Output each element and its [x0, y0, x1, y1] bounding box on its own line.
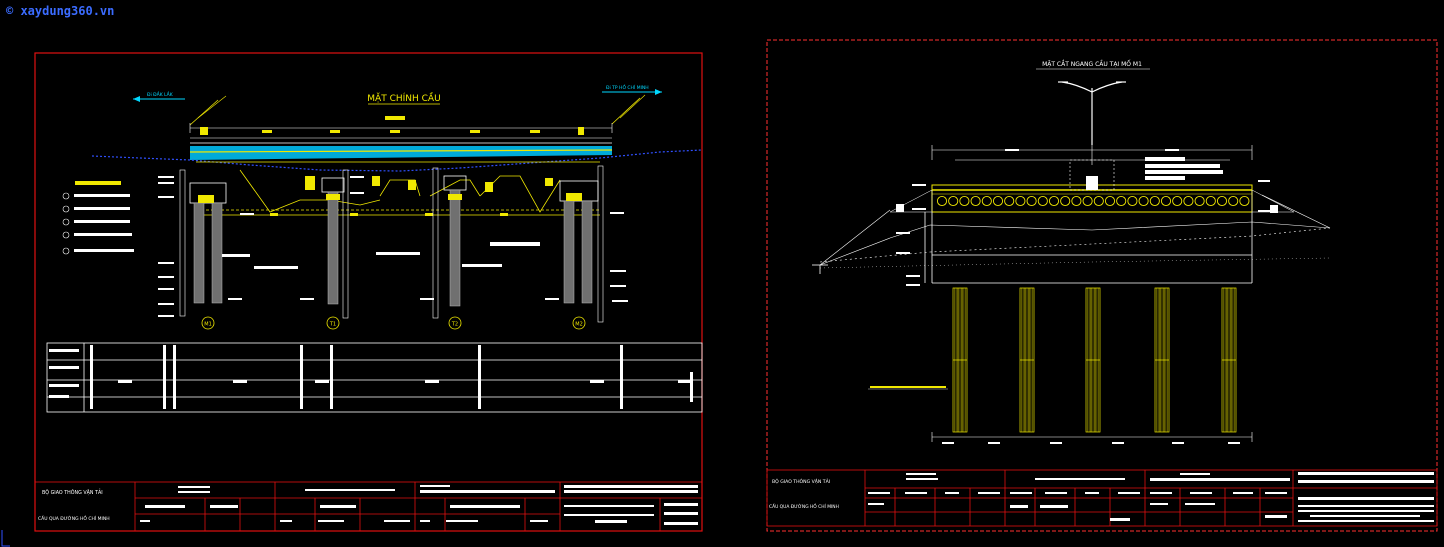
- sheet2-footer-org: BỘ GIAO THÔNG VẬN TẢI: [772, 477, 830, 485]
- sheet2-footer-project: CẦU QUA ĐƯỜNG HỒ CHÍ MINH: [769, 501, 839, 510]
- pier-labels: M1 T1 T2 M2: [201, 316, 586, 330]
- deck-dimensions: [931, 145, 1253, 165]
- girder-cell: [959, 195, 970, 207]
- left-direction-arrow: Đi ĐẮK LẮK: [133, 90, 185, 102]
- girder-cell: [1160, 195, 1172, 207]
- box-girder-cells: [936, 195, 1250, 207]
- deck-notes: [1005, 149, 1223, 180]
- pier-label-t1: T1: [329, 322, 336, 328]
- right-direction-arrow: Đi TP HỒ CHÍ MINH: [602, 82, 662, 95]
- pier-label-m2: M2: [575, 322, 583, 328]
- sheet1-title-block-text: [140, 485, 698, 525]
- elevation-notes: [158, 176, 628, 317]
- profile-table-ticks: [49, 345, 693, 409]
- sheet1-title-block: [34, 481, 703, 532]
- sheet1-footer-org: BỘ GIAO THÔNG VẬN TẢI: [42, 488, 103, 496]
- ground-slope: [812, 189, 1331, 274]
- sheet1-footer-project: CẦU QUA ĐƯỜNG HỒ CHÍ MINH: [38, 513, 110, 522]
- girder-cell: [1172, 195, 1183, 207]
- girder-cell: [1116, 195, 1127, 207]
- deck-surface: [190, 146, 612, 160]
- girder-cell: [1037, 195, 1048, 207]
- ground-line: [91, 149, 703, 172]
- pile: [952, 287, 968, 433]
- pile-group: [952, 287, 1237, 433]
- girder-cell: [1138, 195, 1149, 207]
- girder-cell: [936, 195, 948, 207]
- pier-label-m1: M1: [204, 322, 212, 328]
- sheet-bridge-elevation: MẶT CHÍNH CẦU Đi ĐẮK LẮK Đi TP HỒ CHÍ MI…: [34, 52, 703, 532]
- sheet2-title: MẶT CẮT NGANG CẦU TẠI MỐ M1: [1042, 60, 1142, 68]
- girder-profile: [196, 161, 600, 216]
- girder-cell: [1127, 195, 1138, 207]
- girder-cell: [1048, 195, 1060, 207]
- street-lamp: [1058, 81, 1126, 145]
- girder-cell: [970, 195, 981, 207]
- girder-cell: [1026, 195, 1037, 207]
- girder-cell: [1082, 195, 1093, 207]
- girder-cell: [992, 195, 1004, 207]
- pier-label-t2: T2: [451, 322, 458, 328]
- girder-cell: [1004, 195, 1015, 207]
- girder-cell: [1071, 195, 1082, 207]
- abutment-body: [924, 212, 1253, 284]
- left-direction-label: Đi ĐẮK LẮK: [147, 90, 174, 98]
- pile: [1154, 287, 1170, 433]
- pile: [1019, 287, 1035, 433]
- sheet2-frame: [766, 39, 1438, 532]
- piers: [189, 175, 599, 307]
- sheet1-title: MẶT CHÍNH CẦU: [367, 91, 440, 104]
- sheet2-title-block: [766, 469, 1438, 527]
- site-watermark: © xaydung360.vn: [6, 4, 115, 18]
- girder-cell: [1205, 195, 1216, 207]
- bottom-dim-labels: [942, 442, 1240, 444]
- girder-cell: [981, 195, 992, 207]
- girder-cell: [1239, 195, 1250, 207]
- legend: [62, 181, 134, 255]
- girder-cell: [1093, 195, 1104, 207]
- girder-cell: [1216, 195, 1228, 207]
- girder-cell: [1194, 195, 1205, 207]
- girder-cell: [948, 195, 959, 207]
- girder-cell: [1015, 195, 1026, 207]
- pile: [1085, 287, 1101, 433]
- girder-cell: [1060, 195, 1071, 207]
- profile-table: [46, 342, 703, 413]
- girder-cell: [1183, 195, 1194, 207]
- cross-section-notes: [896, 180, 1278, 286]
- sheet2-title-block-text: [868, 472, 1434, 522]
- right-direction-label: Đi TP HỒ CHÍ MINH: [606, 82, 649, 91]
- girder-cell: [1104, 195, 1116, 207]
- girder-cell: [1228, 195, 1239, 207]
- bottom-dimensions: [931, 432, 1253, 442]
- sheet-cross-section: MẶT CẮT NGANG CẦU TẠI MỐ M1: [766, 39, 1438, 532]
- pile: [1221, 287, 1237, 433]
- girder-cell: [1149, 195, 1160, 207]
- sheet1-frame: [34, 52, 703, 532]
- boreholes: [179, 165, 604, 323]
